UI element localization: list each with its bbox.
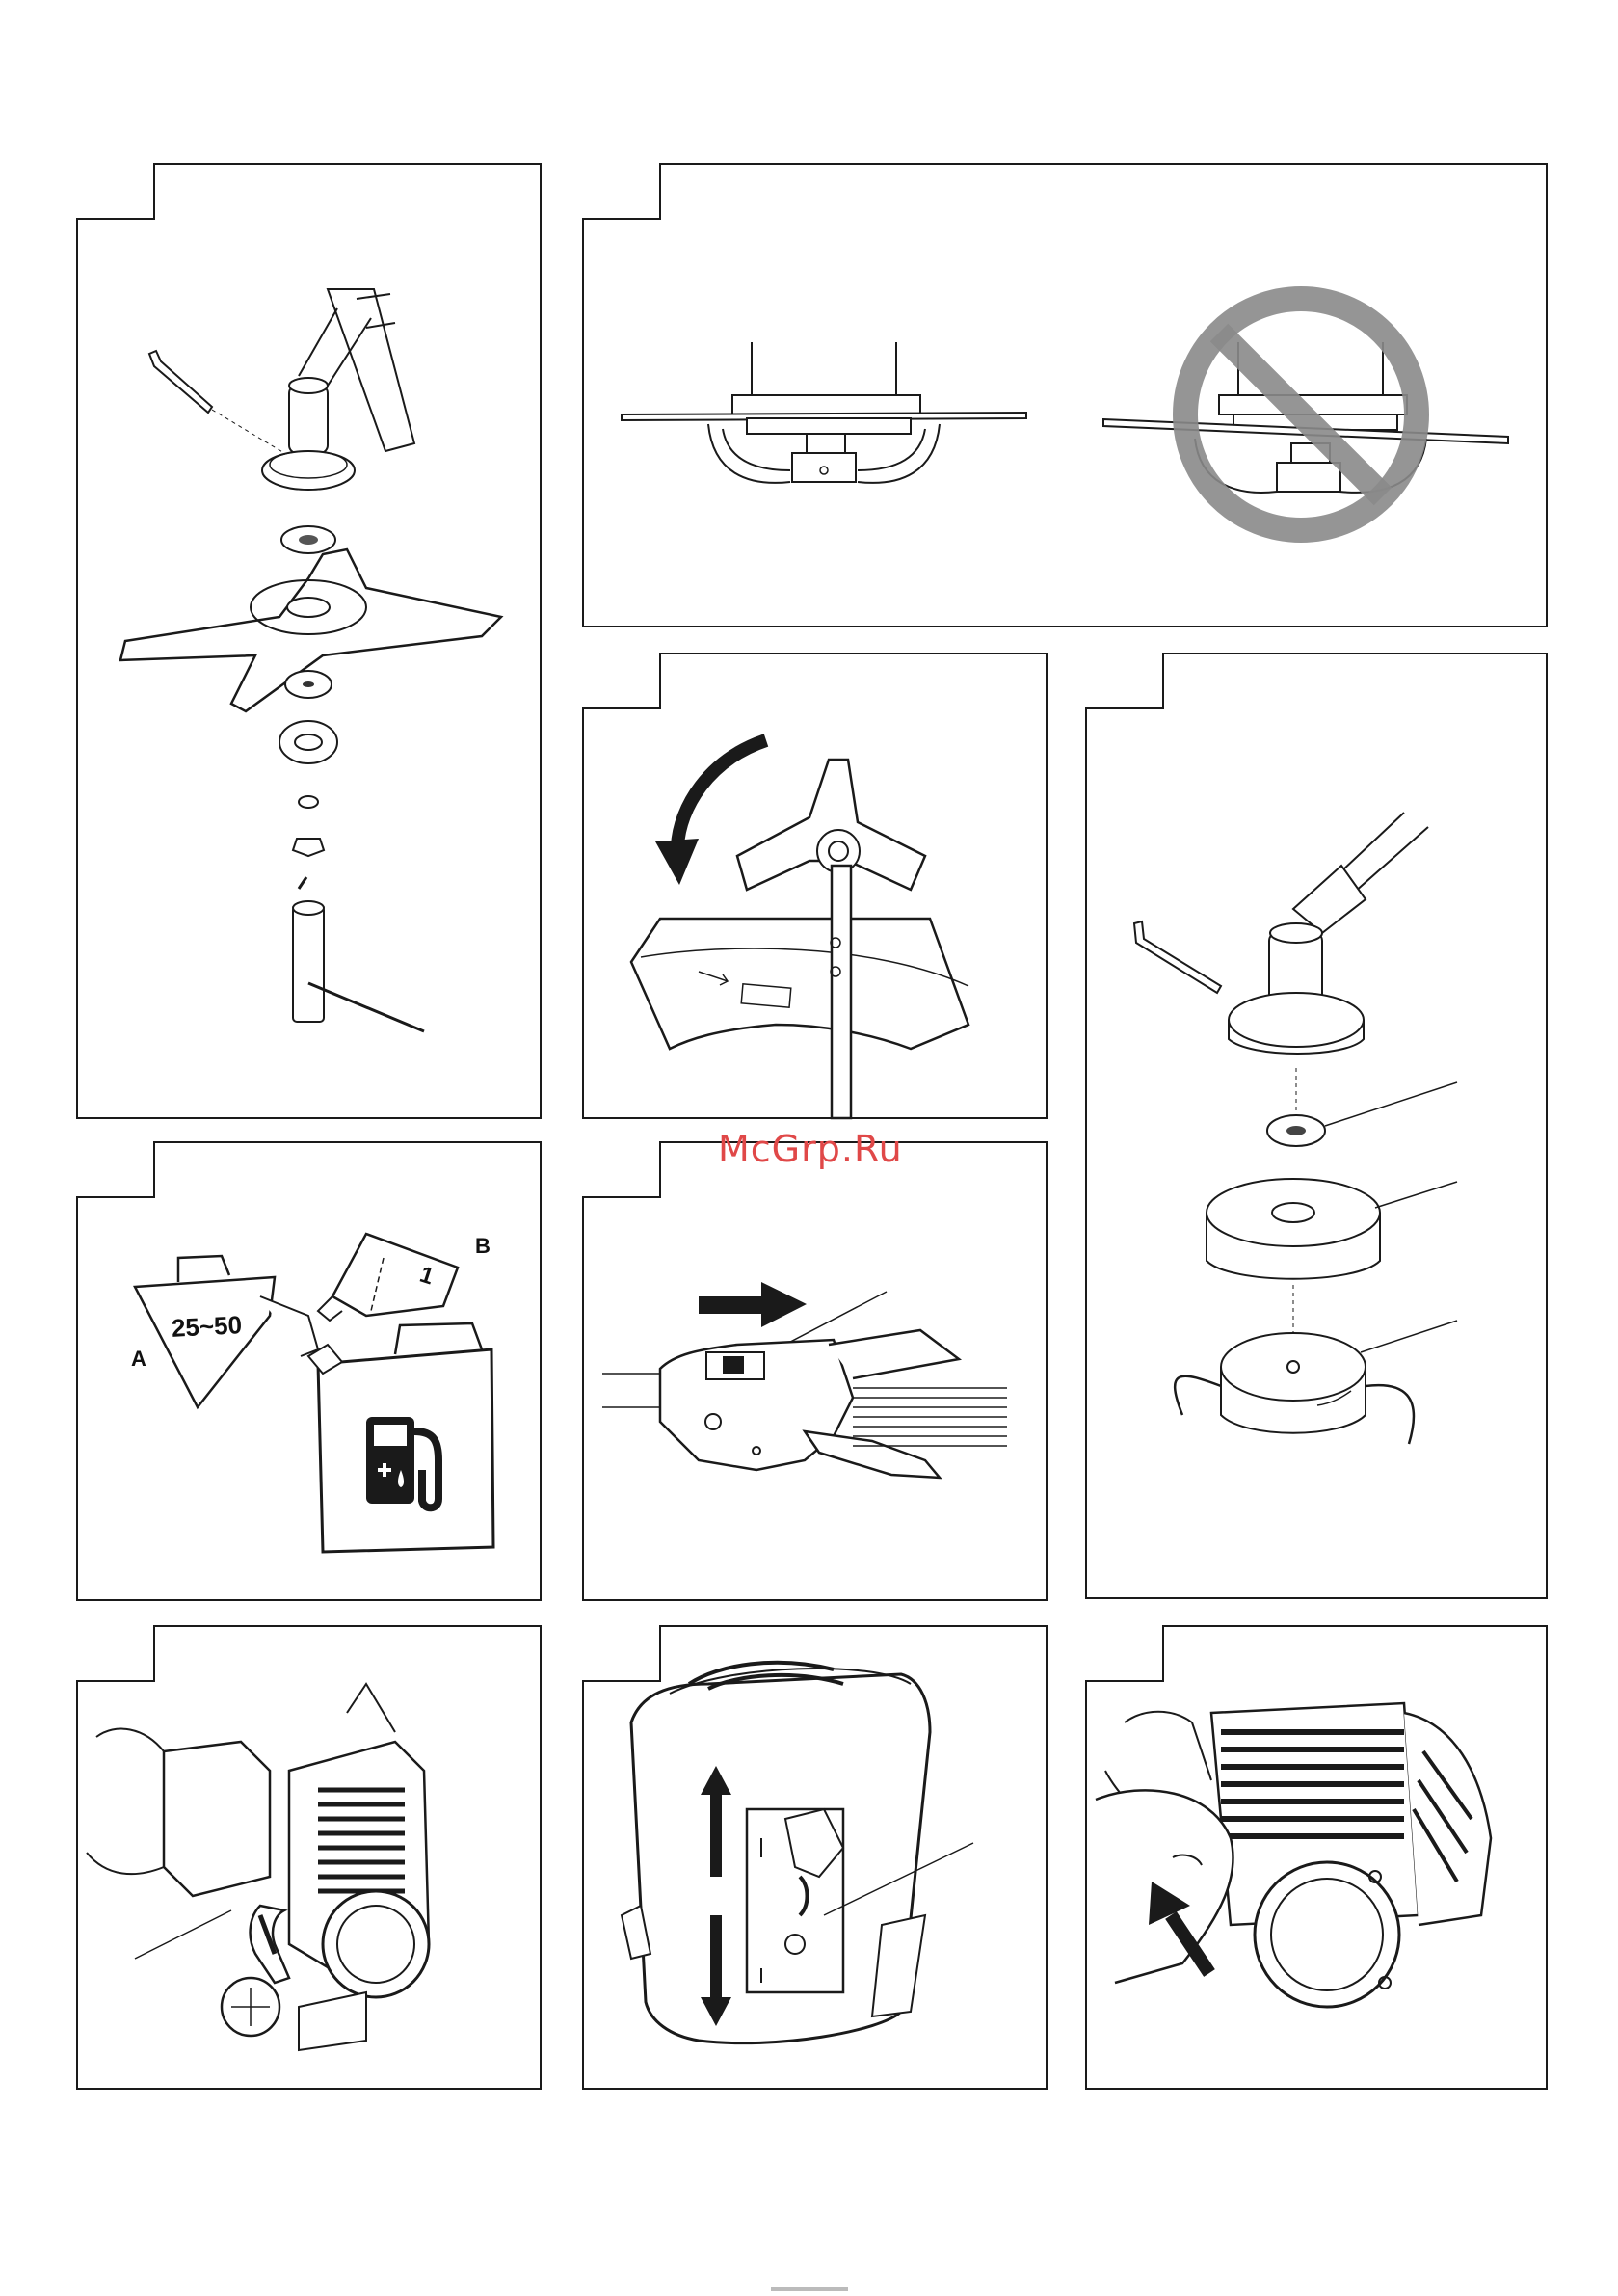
- bottle: [332, 1234, 458, 1316]
- footer-mark: [771, 2287, 848, 2291]
- choke-lever-illustration: [77, 1626, 541, 2089]
- guard-rotate-illustration: [583, 654, 1047, 1118]
- fuel-mixing-illustration: [77, 1142, 541, 1600]
- label-a: A: [131, 1347, 146, 1372]
- panel-fuel-mixing: A B 25~50 1: [77, 1142, 541, 1600]
- panel-blade-assembly: [77, 164, 541, 1118]
- box-spanner-icon: [293, 901, 424, 1031]
- panel-trimmer-head: [1086, 654, 1547, 1598]
- push-arrow-icon: [699, 1282, 807, 1327]
- panel-guard-rotate: [583, 654, 1047, 1118]
- blade-assembly-illustration: [77, 164, 541, 1118]
- panel-blade-orientation: [583, 164, 1547, 627]
- allen-key-icon: [1134, 921, 1221, 993]
- allen-key-icon: [149, 351, 284, 453]
- stop-switch-illustration: [583, 1626, 1047, 2089]
- blade-orientation-illustration: [583, 164, 1547, 627]
- throttle-handle-illustration: [583, 1142, 1047, 1600]
- panel-throttle-handle: [583, 1142, 1047, 1600]
- panel-stop-switch: [583, 1626, 1047, 2089]
- correct-mounting: [622, 342, 1026, 483]
- watermark: McGrp.Ru: [718, 1128, 903, 1170]
- oil-ratio-text: 25~50: [171, 1310, 243, 1344]
- panel-starter-pull: [1086, 1626, 1547, 2089]
- label-b: B: [475, 1234, 491, 1259]
- jerry-can: [308, 1323, 493, 1552]
- trimmer-head-illustration: [1086, 654, 1547, 1598]
- panel-choke-lever: [77, 1626, 541, 2089]
- oil-can: [135, 1277, 275, 1407]
- starter-pull-illustration: [1086, 1626, 1547, 2089]
